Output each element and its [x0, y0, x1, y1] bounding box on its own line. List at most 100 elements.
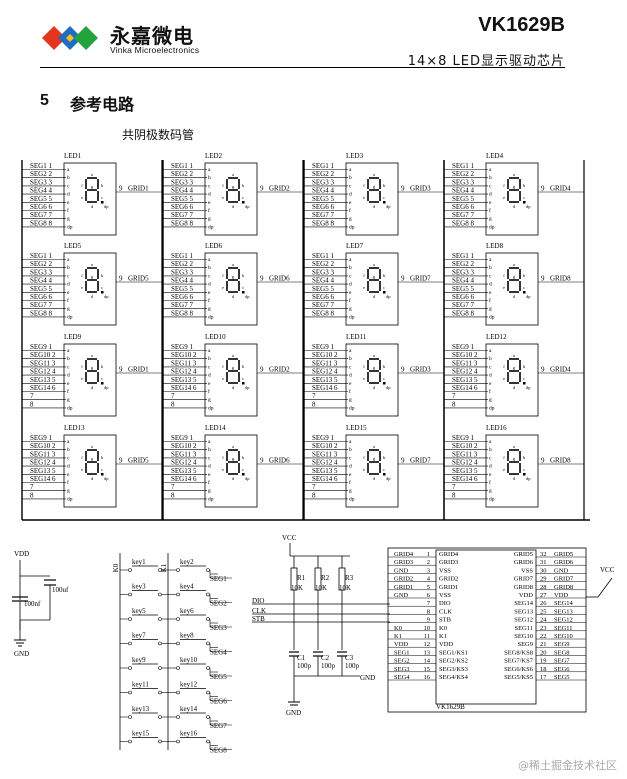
led-pin-label: SEG3 3 — [171, 178, 193, 186]
segment-letter: b — [349, 356, 352, 362]
key-contact — [158, 641, 162, 646]
segment-letter: e — [349, 472, 352, 478]
led-pin-label: SEG7 7 — [312, 301, 334, 309]
grid-label: GRID7 — [410, 457, 431, 465]
led-pin-label: SEG3 3 — [171, 268, 193, 276]
led-pin-label: SEG1 1 — [30, 162, 52, 170]
grid-label: GRID4 — [550, 185, 571, 193]
chip-left-pin-name: SEG2/KS2 — [439, 658, 468, 665]
led-pin-label: SEG10 2 — [30, 442, 56, 450]
led-pin-label: SEG9 1 — [312, 434, 334, 442]
key-seg-label: SEG1 — [210, 575, 227, 583]
chip-left-pin-name: K1 — [439, 633, 447, 640]
led-pin-label: SEG14 6 — [452, 475, 478, 483]
digit-letter: d — [232, 476, 235, 481]
digit-letter: g — [91, 184, 94, 189]
led-module-name: LED15 — [346, 424, 367, 432]
digit-letter: f — [363, 364, 365, 369]
digit-letter: f — [222, 273, 224, 278]
digit-letter: f — [222, 364, 224, 369]
digit-letter: b — [383, 273, 386, 278]
chip-left-pin-name: SEG1/KS1 — [439, 649, 468, 656]
segment-letter: e — [349, 381, 352, 387]
digit-letter: f — [222, 455, 224, 460]
segment-letter: f — [67, 207, 69, 214]
chip-left-pin-num: 9 — [427, 617, 430, 624]
chip-left-pin-name: GRID1 — [439, 584, 458, 591]
chip-right-pin-num: 24 — [540, 617, 547, 624]
digit-letter: dp — [104, 294, 109, 299]
digit-letter: f — [503, 273, 505, 278]
led-pin-label: SEG12 4 — [171, 459, 197, 467]
key-seg-label: SEG4 — [210, 649, 227, 657]
digit-letter: g — [232, 456, 235, 461]
digit-letter: dp — [245, 476, 250, 481]
chip-right-net: SEG6 — [554, 666, 570, 673]
segment-letter: c — [489, 455, 492, 461]
segment-letter: a — [349, 257, 352, 263]
digit-letter: g — [513, 365, 516, 370]
key-contact — [176, 666, 180, 670]
segment-letter: dp — [349, 496, 355, 502]
led-pin-label: SEG8 8 — [452, 309, 474, 317]
digit-letter: g — [373, 456, 376, 461]
led-pin-label: SEG4 4 — [312, 187, 334, 195]
digit-letter: e — [363, 195, 365, 200]
segment-letter: g — [349, 488, 352, 494]
led-package — [345, 343, 399, 417]
segment-letter: g — [208, 488, 211, 494]
digit-letter: e — [363, 285, 365, 290]
digit-letter: c — [101, 467, 103, 472]
digit-letter: e — [81, 285, 83, 290]
led-pin-label: SEG6 6 — [30, 203, 52, 211]
led-module-name: LED10 — [205, 333, 226, 341]
led-package — [63, 162, 117, 236]
chip-right-pin-name: GRID7 — [514, 576, 534, 583]
led-pin-label: 7 — [30, 392, 34, 400]
segment-letter: a — [349, 167, 352, 173]
digit-letter: e — [363, 376, 365, 381]
led-pin-label: SEG8 8 — [312, 309, 334, 317]
digit-letter: dp — [104, 204, 109, 209]
grid-label: GRID1 — [128, 366, 149, 374]
grid-label: GRID2 — [269, 366, 290, 374]
key-contact — [176, 568, 180, 572]
segment-letter: a — [489, 257, 492, 263]
segment-letter: e — [208, 472, 211, 478]
key-seg-label: SEG8 — [210, 747, 227, 755]
segment-letter: a — [349, 439, 352, 445]
key-seg-label: SEG2 — [210, 600, 227, 608]
segment-letter: d — [349, 282, 352, 288]
chip-right-net: SEG5 — [554, 674, 570, 681]
digit-letter: f — [81, 455, 83, 460]
grid-pin-number: 9 — [541, 366, 545, 374]
led-pin-label: SEG12 4 — [171, 368, 197, 376]
segment-letter: a — [489, 348, 492, 354]
chip-right-pin-name: SEG9 — [517, 641, 533, 648]
key-label: key6 — [180, 607, 194, 615]
digit-letter: c — [523, 376, 525, 381]
segment-letter: b — [67, 175, 70, 181]
chip-left-pin-name: STB — [439, 617, 452, 624]
led-pin-label: SEG2 2 — [171, 260, 193, 268]
led-pin-label: 7 — [312, 483, 316, 491]
resistor-name: R3 — [345, 574, 354, 582]
chip-left-pin-num: 8 — [427, 608, 430, 615]
led-pin-label: SEG5 5 — [171, 285, 193, 293]
grid-label: GRID7 — [410, 275, 431, 283]
segment-letter: c — [67, 364, 70, 370]
key-contact — [158, 592, 162, 597]
segment-letter: d — [489, 192, 492, 198]
chip-right-pin-num: 30 — [540, 567, 547, 574]
led-caption: 共阴极数码管 — [122, 128, 195, 142]
chip-right-pin-num: 29 — [540, 576, 547, 583]
segment-letter: d — [208, 192, 211, 198]
segment-letter: e — [489, 381, 492, 387]
digit-letter: f — [81, 364, 83, 369]
led-pin-label: SEG9 1 — [312, 343, 334, 351]
digit-letter: d — [373, 294, 376, 299]
digit-letter: f — [363, 273, 365, 278]
led-pin-label: SEG13 5 — [452, 376, 478, 384]
segment-letter: e — [489, 200, 492, 206]
key-contact — [206, 641, 210, 646]
